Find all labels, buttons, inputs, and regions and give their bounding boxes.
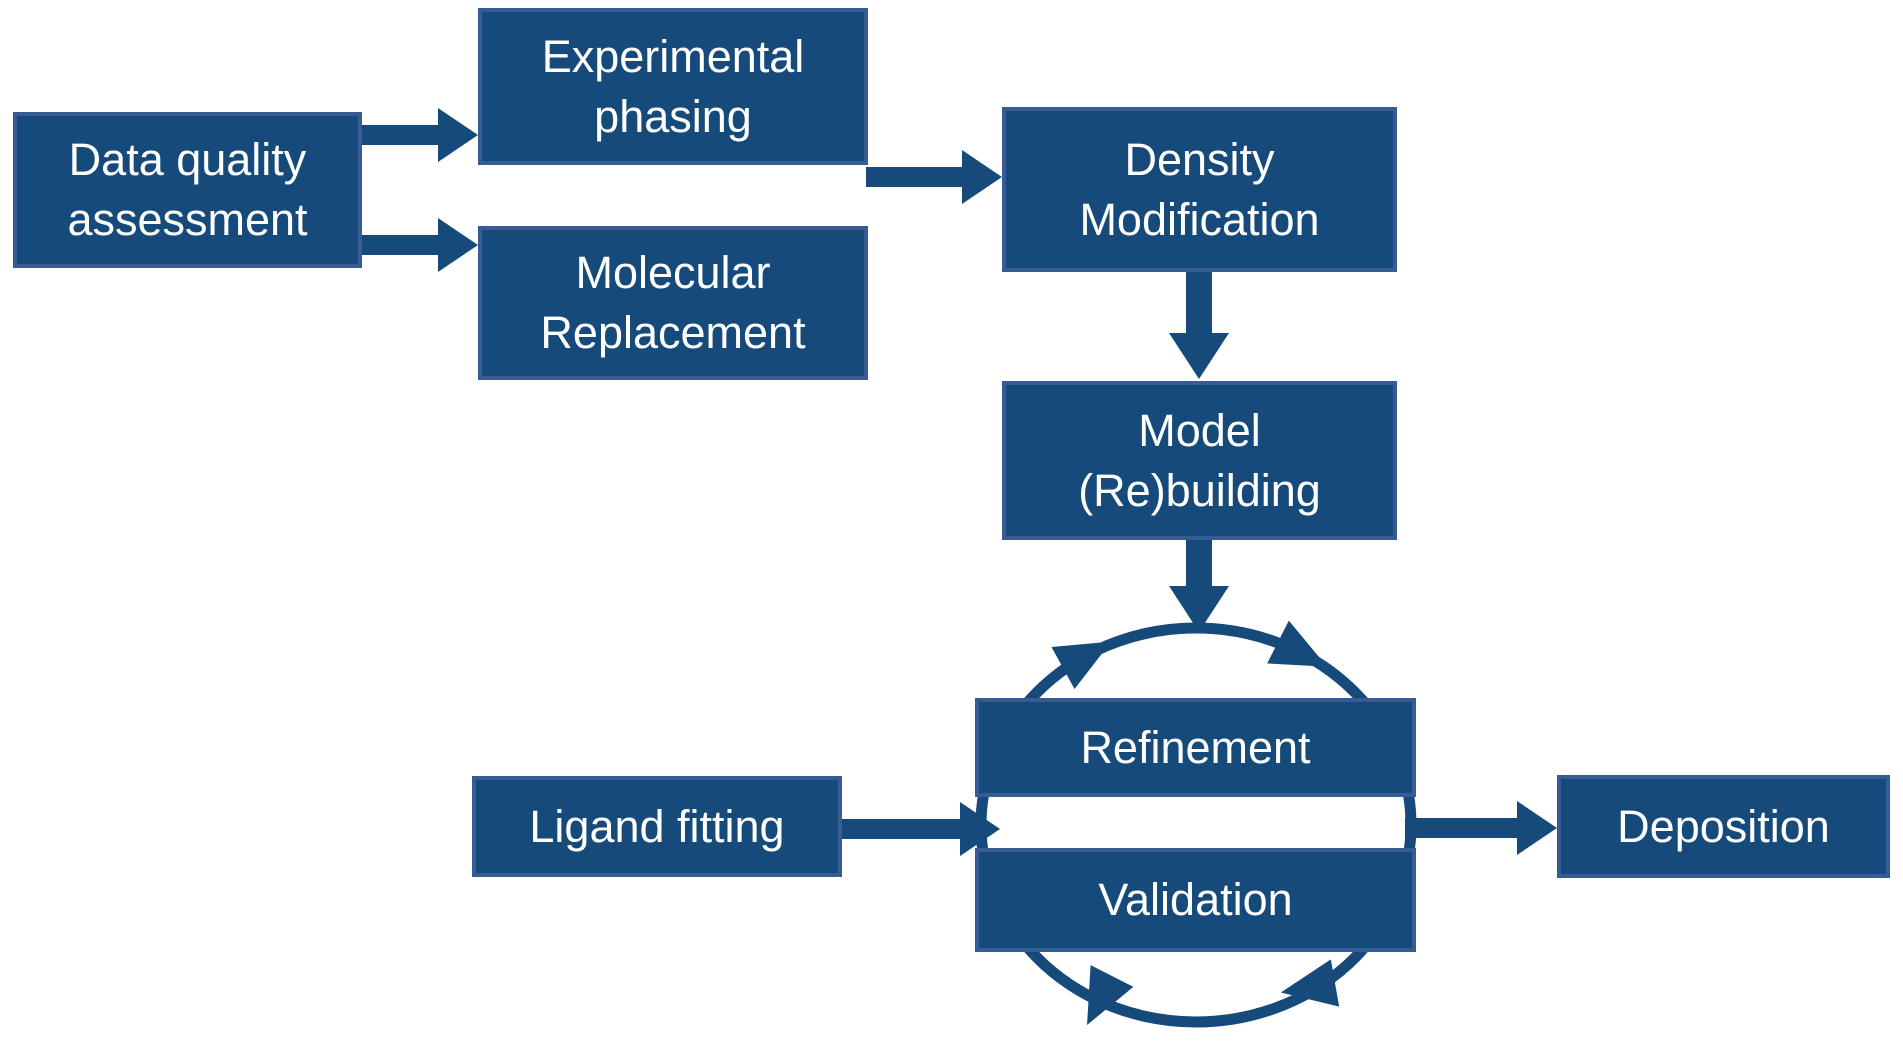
node-data-quality-assessment: Data quality assessment [13,112,362,268]
node-deposition: Deposition [1557,775,1890,878]
cycle-ellipse [975,622,1417,1028]
arrow-dqa-to-experimental-phasing [358,108,478,162]
arrow-ligand-fitting-to-cycle [842,802,1000,856]
arrow-dqa-to-molecular-replacement [358,218,478,272]
arrow-cycle-to-deposition [1405,801,1557,855]
node-model-rebuilding: Model (Re)building [1002,381,1397,540]
arrow-model-rebuilding-to-cycle [1169,538,1229,632]
cycle-arrowhead-top-right [1267,620,1328,667]
node-molecular-replacement: Molecular Replacement [478,226,868,380]
arrow-to-density-modification [866,150,1002,204]
node-validation: Validation [975,848,1416,952]
node-density-modification: Density Modification [1002,107,1397,272]
arrow-density-to-model-rebuilding [1169,270,1229,379]
cycle-arrowhead-top-left [1051,641,1112,690]
cycle-arrowhead-bottom-left [1087,965,1134,1026]
node-ligand-fitting: Ligand fitting [472,776,842,877]
node-refinement: Refinement [975,698,1416,797]
node-experimental-phasing: Experimental phasing [478,8,868,165]
cycle-arrowhead-bottom-right [1280,959,1340,1007]
